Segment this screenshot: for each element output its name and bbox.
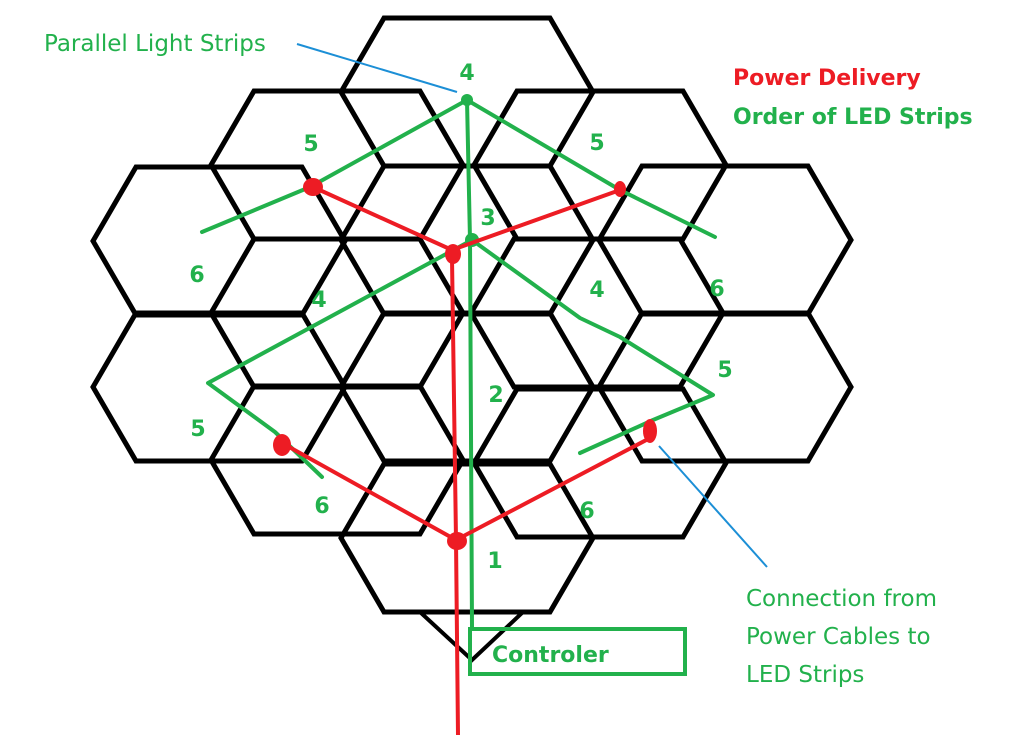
- panel-order-number-right-top: 6: [709, 277, 724, 302]
- strip-run-main-vertical: [468, 238, 474, 630]
- legend-power-delivery: Power Delivery: [733, 66, 921, 91]
- connection-label-line-3: LED Strips: [746, 662, 864, 688]
- panel-order-number-top: 4: [459, 61, 474, 86]
- panel-order-number-center: 2: [488, 383, 503, 408]
- power-cable-upper-right: [450, 188, 622, 252]
- strip-run-right-zigzag: [470, 238, 715, 455]
- power-cable-lower-right: [454, 435, 654, 542]
- panel-order-number-bottom: 1: [487, 549, 502, 574]
- panel-order-number-left-bottom: 5: [190, 417, 205, 442]
- panel-order-number-left-top: 6: [189, 263, 204, 288]
- panel-order-number-mid-left: 4: [311, 288, 326, 313]
- strip-run-top-vertical: [465, 98, 472, 242]
- panel-order-number-right-bottom: 5: [717, 358, 732, 383]
- power-cable-main: [450, 256, 460, 735]
- parallel-strips-label: Parallel Light Strips: [44, 31, 266, 57]
- power-cable-lower-left: [280, 441, 458, 542]
- panel-order-number-lower-right: 6: [579, 499, 594, 524]
- power-connection-lower-right: [643, 419, 657, 443]
- leader-parallel-strips: [296, 43, 458, 93]
- power-connection-upper-right: [614, 181, 626, 197]
- controller-box: [468, 627, 687, 676]
- panel-order-number-upper-left: 5: [303, 132, 318, 157]
- power-cable-paths: [273, 178, 657, 735]
- hexagon-panels: [90, 15, 854, 615]
- power-connection-lower-left: [273, 434, 291, 456]
- hex-panel-lower-left: [208, 383, 466, 537]
- connection-label-line-1: Connection from: [746, 586, 937, 612]
- power-connection-upper-left: [303, 178, 323, 196]
- power-connection-bottom: [447, 532, 467, 550]
- strip-run-left-zigzag: [206, 238, 474, 479]
- panel-order-number-lower-left: 6: [314, 494, 329, 519]
- hex-panel-bottom: [338, 461, 596, 615]
- power-cable-upper-left: [311, 185, 454, 252]
- power-connection-center: [445, 244, 461, 264]
- panel-order-number-upper-right: 5: [589, 131, 604, 156]
- legend-order-of-strips: Order of LED Strips: [733, 105, 973, 130]
- leader-connection: [658, 445, 768, 568]
- panel-order-number-center-top: 3: [480, 206, 495, 231]
- panel-order-numbers: 4 5 5 6 3 6 4 4 5 2 5 6 6 1: [189, 61, 732, 574]
- controller-label: Controler: [492, 643, 609, 668]
- strip-junction-top: [461, 94, 473, 106]
- panel-order-number-mid-right: 4: [589, 278, 604, 303]
- hex-panel-right-bottom: [596, 310, 854, 464]
- connection-label-line-2: Power Cables to: [746, 624, 931, 650]
- hex-panel-lower-right: [471, 386, 729, 540]
